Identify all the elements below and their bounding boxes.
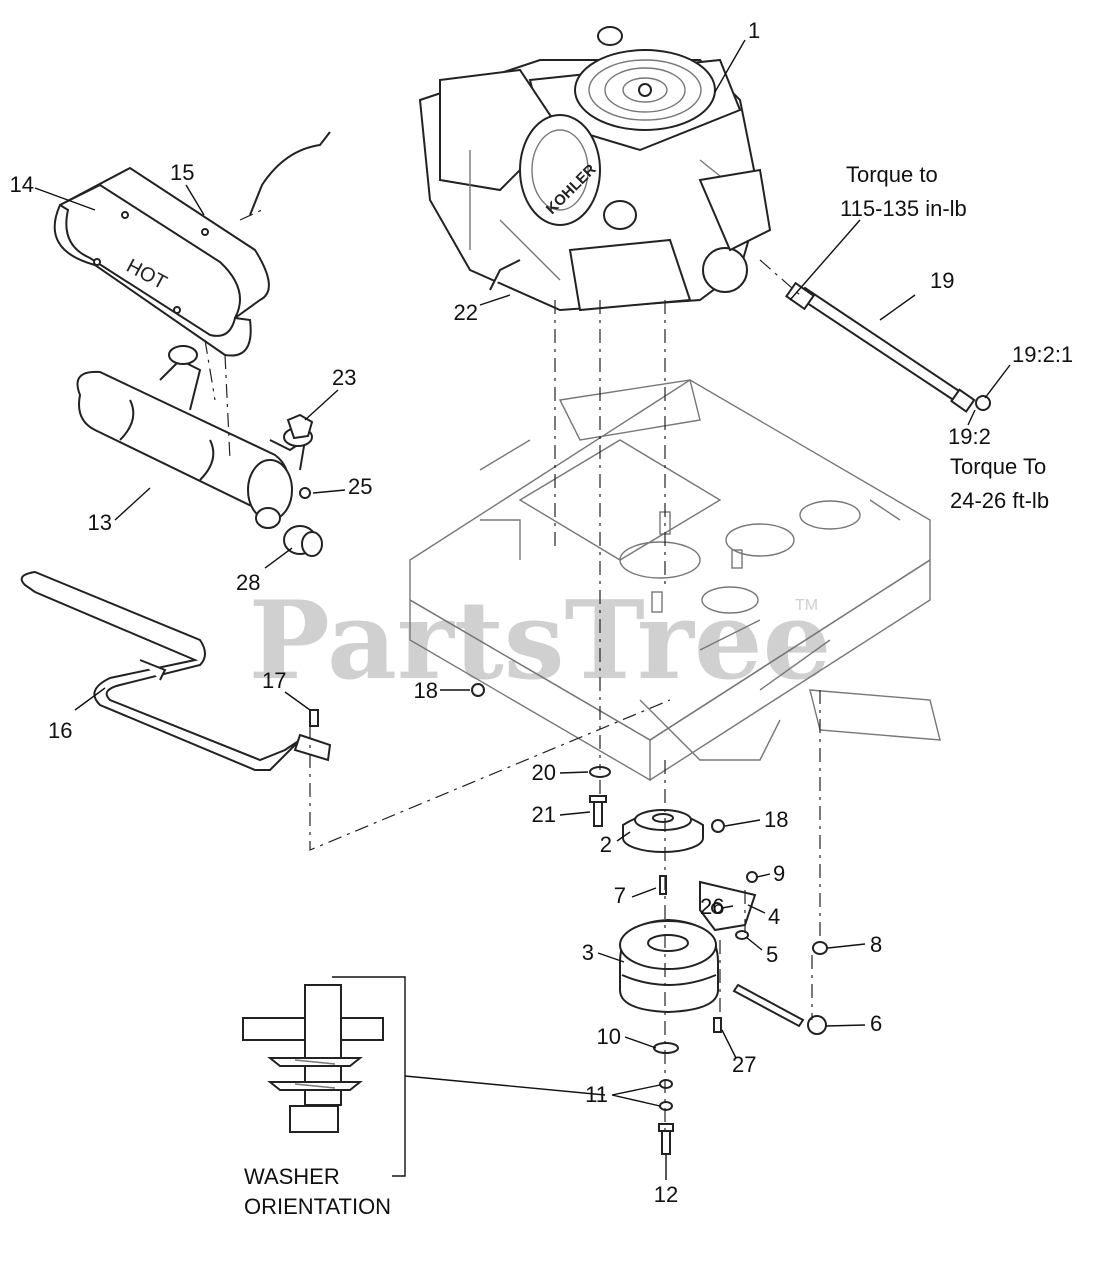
callout-16: 16 (48, 718, 72, 743)
callout-11: 11 (585, 1082, 608, 1107)
bolt-9 (746, 871, 758, 883)
pulley (622, 809, 704, 853)
callout-19-2: 19:2 (948, 424, 991, 449)
key-7 (659, 875, 667, 895)
torque-19-2-line1: Torque To (950, 454, 1046, 479)
callout-18-left: 18 (414, 678, 438, 703)
heat-shield: HOT (53, 166, 270, 357)
callout-17: 17 (262, 668, 286, 693)
chassis-frame (409, 379, 941, 782)
callout-22: 22 (454, 300, 478, 325)
callout-5: 5 (766, 942, 778, 967)
callout-7: 7 (614, 883, 626, 908)
watermark-text: PartsTree (249, 578, 832, 704)
engine: KOHLER (418, 26, 772, 312)
callout-21: 21 (532, 802, 556, 827)
nut-18-left (471, 683, 485, 697)
callout-2: 2 (600, 832, 612, 857)
callout-18-right: 18 (764, 807, 788, 832)
callout-12: 12 (654, 1182, 678, 1207)
nut-8 (812, 941, 828, 955)
callout-26: 26 (700, 894, 724, 919)
torque-19-line1: Torque to (846, 162, 938, 187)
torque-19-line2: 115-135 in-lb (840, 196, 967, 221)
exhaust-nut (299, 487, 311, 499)
exhaust-tailpipe (283, 525, 323, 557)
callout-13: 13 (88, 510, 112, 535)
alignment-lines (204, 209, 821, 1130)
clutch-bracket (699, 880, 757, 932)
callout-1: 1 (748, 18, 760, 43)
washer-11b (659, 1101, 673, 1111)
bolt-12 (658, 1123, 674, 1155)
drive-shaft-nut (975, 395, 991, 411)
callout-4: 4 (768, 904, 780, 929)
o2-sensor-cable (249, 131, 331, 216)
electric-clutch (619, 918, 719, 1014)
callout-3: 3 (582, 940, 594, 965)
callout-8: 8 (870, 932, 882, 957)
callout-23: 23 (332, 365, 356, 390)
nut-18-right (711, 819, 725, 833)
notes: Torque to 115-135 in-lb Torque To 24-26 … (244, 162, 1049, 1219)
callout-20: 20 (532, 760, 556, 785)
callout-28: 28 (236, 570, 260, 595)
callout-19: 19 (930, 268, 954, 293)
drive-shaft (785, 281, 991, 413)
callout-14: 14 (10, 172, 34, 197)
washer-orientation-detail (242, 976, 406, 1177)
exhaust-gasket (286, 413, 314, 440)
callout-15: 15 (170, 160, 194, 185)
washer-orientation-line1: WASHER (244, 1164, 340, 1189)
o2-sensor (489, 259, 521, 291)
callout-19-2-1: 19:2:1 (1012, 342, 1073, 367)
washer-orientation-line2: ORIENTATION (244, 1194, 391, 1219)
callout-6: 6 (870, 1011, 882, 1036)
washer-11a (659, 1079, 673, 1089)
guard-bar (20, 570, 332, 771)
callout-25: 25 (348, 474, 372, 499)
watermark-trademark: TM (795, 597, 818, 614)
bolt-21 (589, 795, 607, 827)
washer-10 (653, 1042, 679, 1054)
callout-10: 10 (597, 1024, 621, 1049)
leader-lines (34, 39, 1011, 1180)
callout-9: 9 (773, 861, 785, 886)
clutch-rod (732, 983, 827, 1035)
callouts: 1 2 3 4 5 6 7 8 9 10 11 12 13 14 15 16 1… (10, 18, 1074, 1207)
bolt-27 (713, 1017, 722, 1033)
muffler (76, 345, 313, 529)
torque-19-2-line2: 24-26 ft-lb (950, 488, 1049, 513)
guard-bolt (309, 709, 319, 727)
callout-27: 27 (732, 1052, 756, 1077)
